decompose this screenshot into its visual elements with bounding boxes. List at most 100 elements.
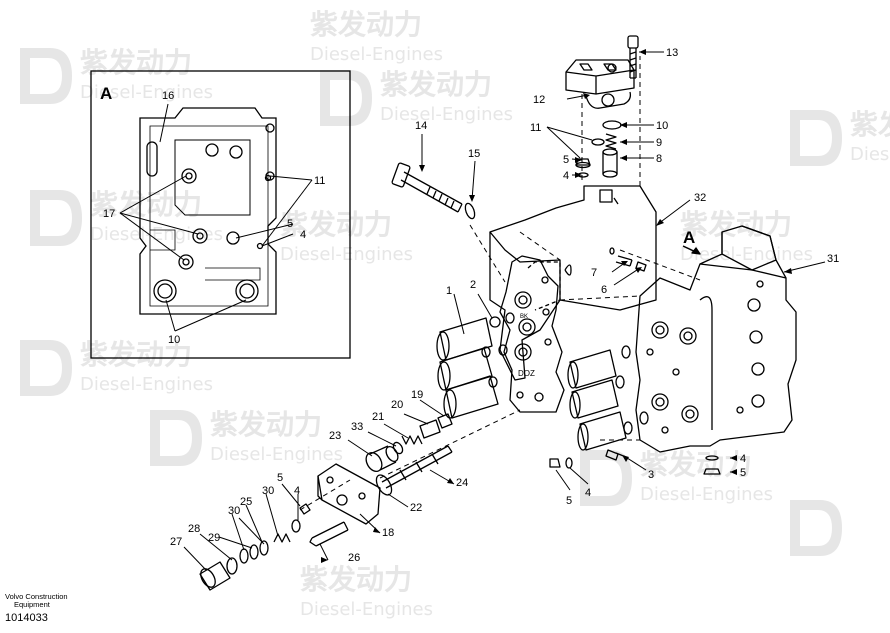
spool-8	[602, 148, 618, 178]
watermark-subtitle: Diesel-Engines	[850, 144, 890, 165]
callout-9: 9	[656, 137, 662, 149]
watermark-logo-3: 紫发动力 Diesel-Engines	[320, 68, 513, 126]
leader-line	[174, 299, 247, 332]
plug-27	[199, 561, 231, 591]
watermark-logo-11: 紫发动力 Diesel-Engines	[300, 563, 433, 620]
spool-24-lands	[399, 453, 439, 481]
callout-7: 7	[591, 267, 597, 279]
view-a-arrow	[682, 245, 701, 255]
watermark-brand: 紫发动力	[210, 408, 322, 441]
leader-lines	[183, 51, 826, 571]
inset-port	[192, 228, 208, 244]
cover-plate-18	[317, 463, 381, 525]
callout-32: 32	[694, 192, 706, 204]
callout-30-b: 30	[228, 505, 240, 517]
callout-14: 14	[415, 120, 427, 132]
washer-15	[464, 202, 476, 220]
o-ring-4-middle	[565, 457, 573, 469]
watermark-subtitle: Diesel-Engines	[210, 444, 343, 465]
callout-3: 3	[648, 469, 654, 481]
pilot-caps-1	[436, 312, 515, 419]
watermark-brand: 紫发动力	[310, 8, 422, 41]
watermark-brand: 紫发动力	[640, 448, 752, 481]
plug-5-upper	[575, 158, 591, 169]
view-a-label: A	[683, 228, 695, 247]
watermark-subtitle: Diesel-Engines	[680, 244, 813, 265]
alignment-lines	[299, 56, 701, 511]
inset-cavity	[174, 139, 251, 216]
o-ring-6	[609, 247, 615, 255]
callout-17: 17	[103, 208, 115, 220]
watermark-brand: 紫发动力	[300, 563, 412, 596]
o-ring-28	[226, 557, 238, 575]
inset-port	[182, 258, 190, 266]
callout-20: 20	[391, 399, 403, 411]
callout-5-lower: 5	[277, 472, 283, 484]
footer-info: Volvo Construction Equipment 1014033	[5, 592, 68, 624]
inset-orifice	[256, 242, 264, 250]
watermark-logo-5: 紫发动力 Diesel-Engines	[30, 188, 223, 246]
inset-large-port	[239, 283, 255, 299]
callout-8: 8	[656, 153, 662, 165]
ring-33	[392, 441, 404, 455]
spool-24	[381, 445, 453, 489]
spring-21	[401, 435, 423, 445]
callout-16: 16	[162, 90, 174, 102]
inset-plate-inner	[149, 125, 269, 307]
arrowheads	[321, 49, 792, 563]
watermark-logo-8: 紫发动力 Diesel-Engines	[20, 338, 213, 396]
watermark-logo-4: 紫发动力 Diesel-Engines	[790, 108, 890, 166]
washer-30	[259, 540, 269, 556]
watermark-subtitle: Diesel-Engines	[80, 374, 213, 395]
leader-line	[269, 175, 313, 181]
callout-30: 30	[262, 485, 274, 497]
watermark-brand: 紫发动力	[680, 208, 792, 241]
callout-4: 4	[300, 229, 306, 241]
callout-11: 11	[314, 175, 325, 187]
bolt-13	[627, 35, 639, 79]
o-ring-4-right	[705, 455, 719, 461]
detail-inset-a: A	[90, 70, 351, 359]
leader-line	[119, 212, 199, 235]
leader-line	[165, 299, 176, 332]
callout-26: 26	[348, 552, 360, 564]
callout-31: 31	[827, 253, 839, 265]
leader-line	[159, 103, 169, 143]
callout-12: 12	[533, 94, 545, 106]
callout-27: 27	[170, 536, 182, 548]
watermark-brand: 紫发动力	[90, 188, 202, 221]
watermark-logo-12	[790, 500, 842, 556]
watermark-subtitle: Diesel-Engines	[80, 82, 213, 103]
callout-10: 10	[656, 120, 668, 132]
callout-4-middle: 4	[585, 487, 591, 499]
callout-4: 4	[563, 170, 569, 182]
inset-port	[185, 172, 193, 180]
drawing-number: 1014033	[5, 612, 48, 624]
inset-port	[178, 254, 194, 270]
callout-5-right: 5	[740, 467, 746, 479]
leader-line	[119, 175, 187, 214]
inset-port	[181, 168, 197, 184]
callout-5: 5	[563, 154, 569, 166]
watermark-subtitle: Diesel-Engines	[310, 44, 443, 65]
plug-5-lower	[299, 503, 311, 515]
company-name-line2: Equipment	[14, 600, 51, 609]
callout-21: 21	[372, 411, 384, 423]
callout-19: 19	[411, 389, 423, 401]
spring-9	[605, 133, 617, 150]
inset-port	[205, 143, 219, 157]
inset-port	[226, 231, 240, 245]
watermark-brand: 紫发动力	[80, 338, 192, 371]
watermark-logo-2: 紫发动力 Diesel-Engines	[310, 8, 443, 65]
inset-channel	[150, 229, 176, 251]
watermark-subtitle: Diesel-Engines	[280, 244, 413, 265]
callout-23: 23	[329, 430, 341, 442]
watermark-brand: 紫发动力	[280, 208, 392, 241]
screw-26	[309, 521, 349, 547]
watermark-layer: 紫发动力 Diesel-Engines 紫发动力 Diesel-Engines …	[20, 8, 890, 620]
watermark-subtitle: Diesel-Engines	[380, 104, 513, 125]
inset-large-port	[235, 279, 259, 303]
callout-5-middle: 5	[566, 495, 572, 507]
watermark-logo-10: 紫发动力 Diesel-Engines	[580, 448, 773, 506]
